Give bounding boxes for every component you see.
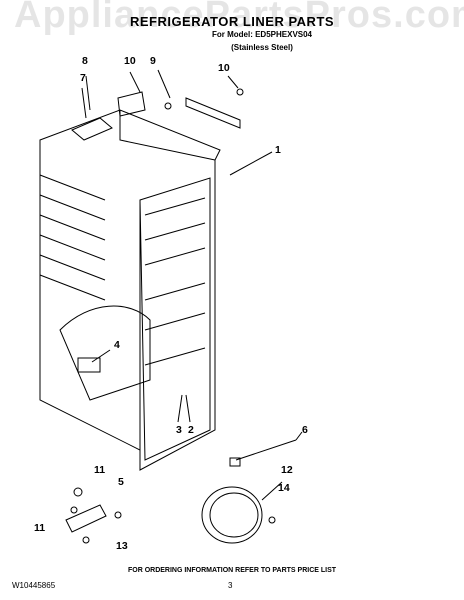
callout-7: 7 — [80, 72, 86, 84]
callout-1: 1 — [275, 144, 281, 156]
callout-9: 9 — [150, 55, 156, 67]
ordering-note: FOR ORDERING INFORMATION REFER TO PARTS … — [127, 567, 337, 574]
part-5-shape — [65, 504, 107, 533]
part-6-shape — [235, 439, 297, 461]
callout-12: 12 — [281, 464, 293, 476]
page-title: REFRIGERATOR LINER PARTS — [129, 14, 335, 29]
liner-outline — [39, 109, 221, 471]
watermark: AppliancePartsPros.com — [14, 0, 464, 36]
left-wall-rails — [39, 174, 106, 301]
callout-4: 4 — [114, 339, 120, 351]
model-line: For Model: ED5PHEXVS04 — [211, 30, 313, 39]
callout-8: 8 — [82, 55, 88, 67]
callout-6: 6 — [302, 424, 308, 436]
callout-14: 14 — [278, 482, 290, 494]
callout-2: 2 — [188, 424, 194, 436]
callout-5: 5 — [118, 476, 124, 488]
right-wall-rails — [144, 197, 206, 366]
callout-11: 11 — [34, 522, 46, 534]
callout-3: 3 — [176, 424, 182, 436]
page-number: 3 — [228, 581, 233, 590]
callout-10: 10 — [218, 62, 230, 74]
part-4-shape — [77, 357, 101, 373]
callout-13: 13 — [116, 540, 128, 552]
part-12-shape — [201, 486, 263, 544]
part-7-8-shape — [71, 117, 113, 141]
finish-subtitle: (Stainless Steel) — [231, 43, 293, 52]
callout-11: 11 — [94, 464, 106, 476]
document-number: W10445865 — [12, 581, 56, 590]
callout-10: 10 — [124, 55, 136, 67]
part-9-shape — [185, 97, 241, 129]
